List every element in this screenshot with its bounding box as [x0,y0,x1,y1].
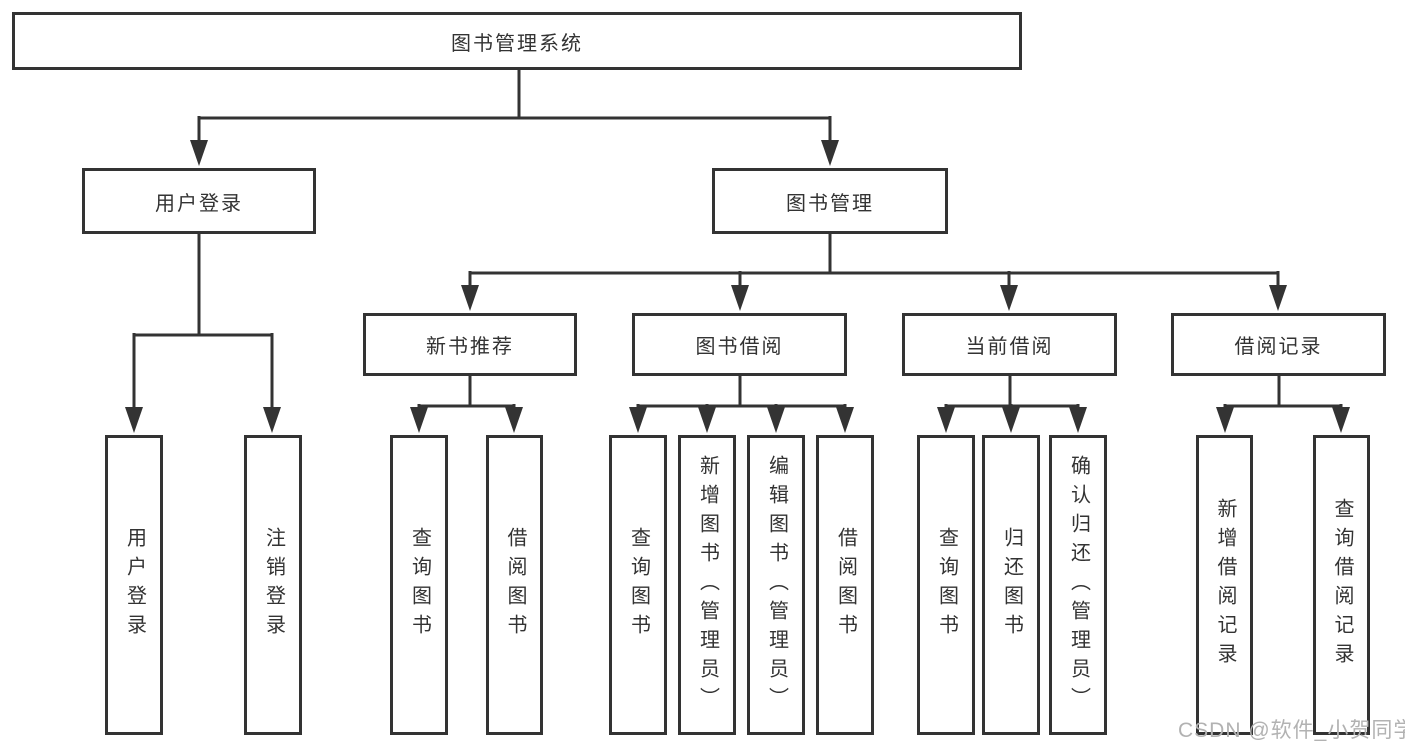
node-book-management: 图书管理 [712,168,948,234]
node-book-management-system-label: 图书管理系统 [451,32,583,55]
leaf-query-borrow-record-label: 查询借阅记录 [1331,498,1353,672]
leaf-borrow-books-2-label: 借阅图书 [834,527,857,643]
leaf-query-books-2-label: 查询图书 [627,527,650,643]
leaf-return-book-label: 归还图书 [1000,527,1023,643]
leaf-borrow-books-1: 借阅图书 [486,435,543,735]
leaf-logout: 注销登录 [244,435,302,735]
arrowheads [125,140,1350,433]
leaf-user-login: 用户登录 [105,435,163,735]
leaf-edit-book-admin-label: 编辑图书（管理员） [765,454,788,716]
leaf-query-books-3: 查询图书 [917,435,975,735]
leaf-query-books-2: 查询图书 [609,435,667,735]
leaf-user-login-label: 用户登录 [123,527,146,643]
leaf-return-book: 归还图书 [982,435,1040,735]
node-new-book-recommend: 新书推荐 [363,313,577,376]
leaf-add-book-admin-label: 新增图书（管理员） [696,454,719,716]
node-new-book-recommend-label: 新书推荐 [426,336,514,358]
leaf-add-borrow-record: 新增借阅记录 [1196,435,1253,735]
leaf-query-books-1: 查询图书 [390,435,448,735]
node-current-borrowing-label: 当前借阅 [965,336,1054,358]
node-book-borrowing: 图书借阅 [632,313,847,376]
leaf-add-book-admin: 新增图书（管理员） [678,435,736,735]
leaf-confirm-return-admin: 确认归还（管理员） [1049,435,1107,735]
leaf-borrow-books-1-label: 借阅图书 [504,527,526,643]
leaf-query-borrow-record: 查询借阅记录 [1313,435,1370,735]
leaf-confirm-return-admin-label: 确认归还（管理员） [1067,454,1090,716]
leaf-borrow-books-2: 借阅图书 [816,435,874,735]
leaf-query-books-1-label: 查询图书 [408,527,431,643]
node-user-login-label: 用户登录 [155,192,243,215]
node-user-login: 用户登录 [82,168,316,234]
leaf-add-borrow-record-label: 新增借阅记录 [1214,498,1236,672]
node-book-management-system: 图书管理系统 [12,12,1022,70]
node-book-management-label: 图书管理 [786,192,874,215]
leaf-query-books-3-label: 查询图书 [935,527,958,643]
node-book-borrowing-label: 图书借阅 [695,336,784,358]
leaf-logout-label: 注销登录 [262,527,285,643]
leaf-edit-book-admin: 编辑图书（管理员） [747,435,805,735]
node-borrowing-records-label: 借阅记录 [1234,336,1323,358]
node-current-borrowing: 当前借阅 [902,313,1117,376]
node-borrowing-records: 借阅记录 [1171,313,1386,376]
watermark: CSDN @软件_小贺同学 [1178,719,1405,742]
